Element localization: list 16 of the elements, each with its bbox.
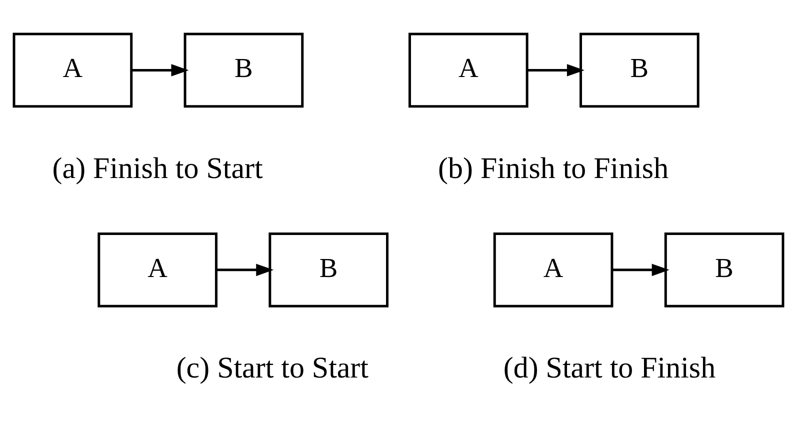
arrow (527, 64, 584, 76)
arrow (216, 264, 274, 276)
arrow (612, 264, 670, 276)
node-box: B (664, 232, 784, 308)
node-box: B (268, 232, 389, 308)
label: (d) Start to Finish (503, 352, 716, 385)
node-box: B (580, 32, 700, 108)
node-box: A (98, 232, 218, 308)
node-box: A (12, 32, 133, 108)
node-box: A (493, 232, 614, 308)
arrow (131, 64, 189, 76)
label: (a) Finish to Start (52, 152, 263, 185)
node-box: B (184, 32, 304, 108)
node-box: A (408, 32, 528, 108)
label: (b) Finish to Finish (438, 152, 669, 185)
label: (c) Start to Start (176, 352, 368, 385)
